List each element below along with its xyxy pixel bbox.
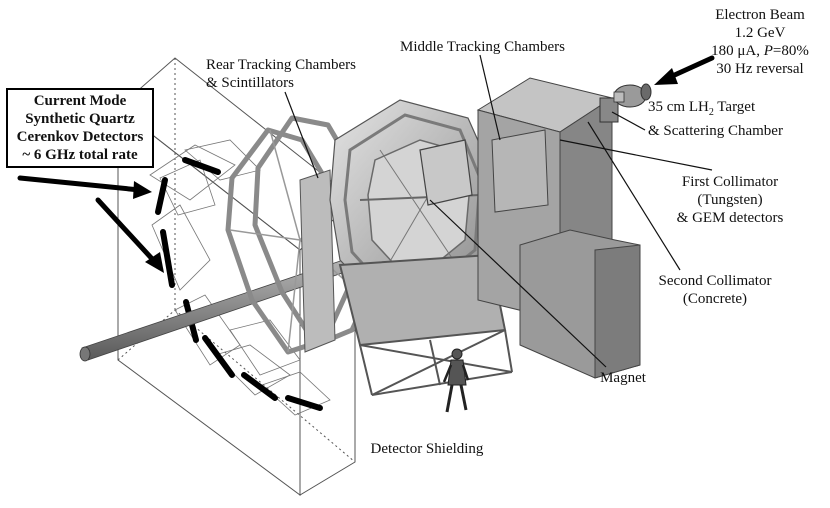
arrow-heads — [133, 68, 678, 273]
leader-magnet — [429, 199, 607, 368]
beam-label-line-3: 180 μA, P=80% — [700, 42, 820, 60]
first-collimator-line-2: (Tungsten) — [697, 192, 763, 208]
middle-tracking-text: Middle Tracking Chambers — [400, 39, 565, 55]
detectors-line-2: Synthetic Quartz — [25, 111, 135, 127]
leader-lines — [284, 54, 713, 368]
magnet-support-stand — [338, 253, 513, 396]
detectors-line-3: Cerenkov Detectors — [16, 129, 144, 145]
detectors-label: Current Mode Synthetic Quartz Cerenkov D… — [6, 88, 154, 168]
rear-tracking-line-2: & Scintillators — [206, 75, 294, 91]
first-collimator-line-3: & GEM detectors — [676, 210, 784, 226]
target-label-line-1: 35 cm LH2 Target — [648, 98, 808, 122]
detectors-line-4: ~ 6 GHz total rate — [22, 147, 138, 163]
leader-second-collimator — [587, 121, 681, 271]
beam-arrow — [665, 55, 715, 81]
second-collimator-label: Second Collimator (Concrete) — [645, 272, 785, 308]
scattering-chamber — [599, 97, 619, 123]
detector-arrow-1 — [17, 175, 143, 193]
magnet-label-text: Magnet — [600, 370, 646, 386]
target-subscript: 2 — [708, 107, 714, 118]
first-collimator-label: First Collimator (Tungsten) & GEM detect… — [665, 173, 795, 227]
beam-label-line-4: 30 Hz reversal — [716, 61, 804, 77]
rear-tracking-label: Rear Tracking Chambers & Scintillators — [206, 56, 371, 92]
beam-label-line-2: 1.2 GeV — [734, 25, 786, 41]
middle-tracking-label: Middle Tracking Chambers — [390, 38, 575, 56]
target-label-line-2: & Scattering Chamber — [648, 123, 783, 139]
first-collimator-line-1: First Collimator — [681, 174, 779, 190]
leader-first-collimator — [559, 139, 713, 171]
target-text-suffix: Target — [713, 99, 756, 115]
detector-arrow-2 — [95, 197, 158, 265]
rear-tracking-line-1: Rear Tracking Chambers — [206, 57, 356, 73]
beam-source-icon — [613, 83, 652, 108]
second-collimator-line-2: (Concrete) — [682, 291, 748, 307]
bold-arrows — [17, 55, 715, 265]
second-collimator-line-1: Second Collimator — [658, 273, 772, 289]
quartz-detector-bars — [155, 157, 323, 411]
detector-arrow-head-2 — [145, 252, 164, 273]
beam-label: Electron Beam 1.2 GeV 180 μA, P=80% 30 H… — [700, 6, 820, 78]
shielding-label-text: Detector Shielding — [370, 441, 484, 457]
magnet-label: Magnet — [588, 369, 658, 387]
target-label: 35 cm LH2 Target & Scattering Chamber — [648, 98, 808, 140]
target-text: 35 cm LH — [648, 99, 709, 115]
detectors-line-1: Current Mode — [33, 93, 127, 109]
leader-middle-tracking — [479, 54, 501, 141]
detector-arrow-head-1 — [133, 181, 152, 199]
leader-rear-tracking — [284, 91, 319, 179]
person-icon — [442, 348, 470, 413]
beam-polarization-symbol: P — [763, 43, 773, 59]
collimator-bunker — [476, 77, 641, 379]
beam-current: 180 μA, — [711, 43, 764, 59]
beam-polarization-value: =80% — [772, 43, 809, 59]
beam-arrow-head — [654, 68, 678, 85]
leader-target — [611, 111, 646, 131]
shielding-label: Detector Shielding — [362, 440, 492, 458]
rear-tracking-plate — [299, 169, 336, 353]
beam-label-line-1: Electron Beam — [715, 7, 805, 23]
